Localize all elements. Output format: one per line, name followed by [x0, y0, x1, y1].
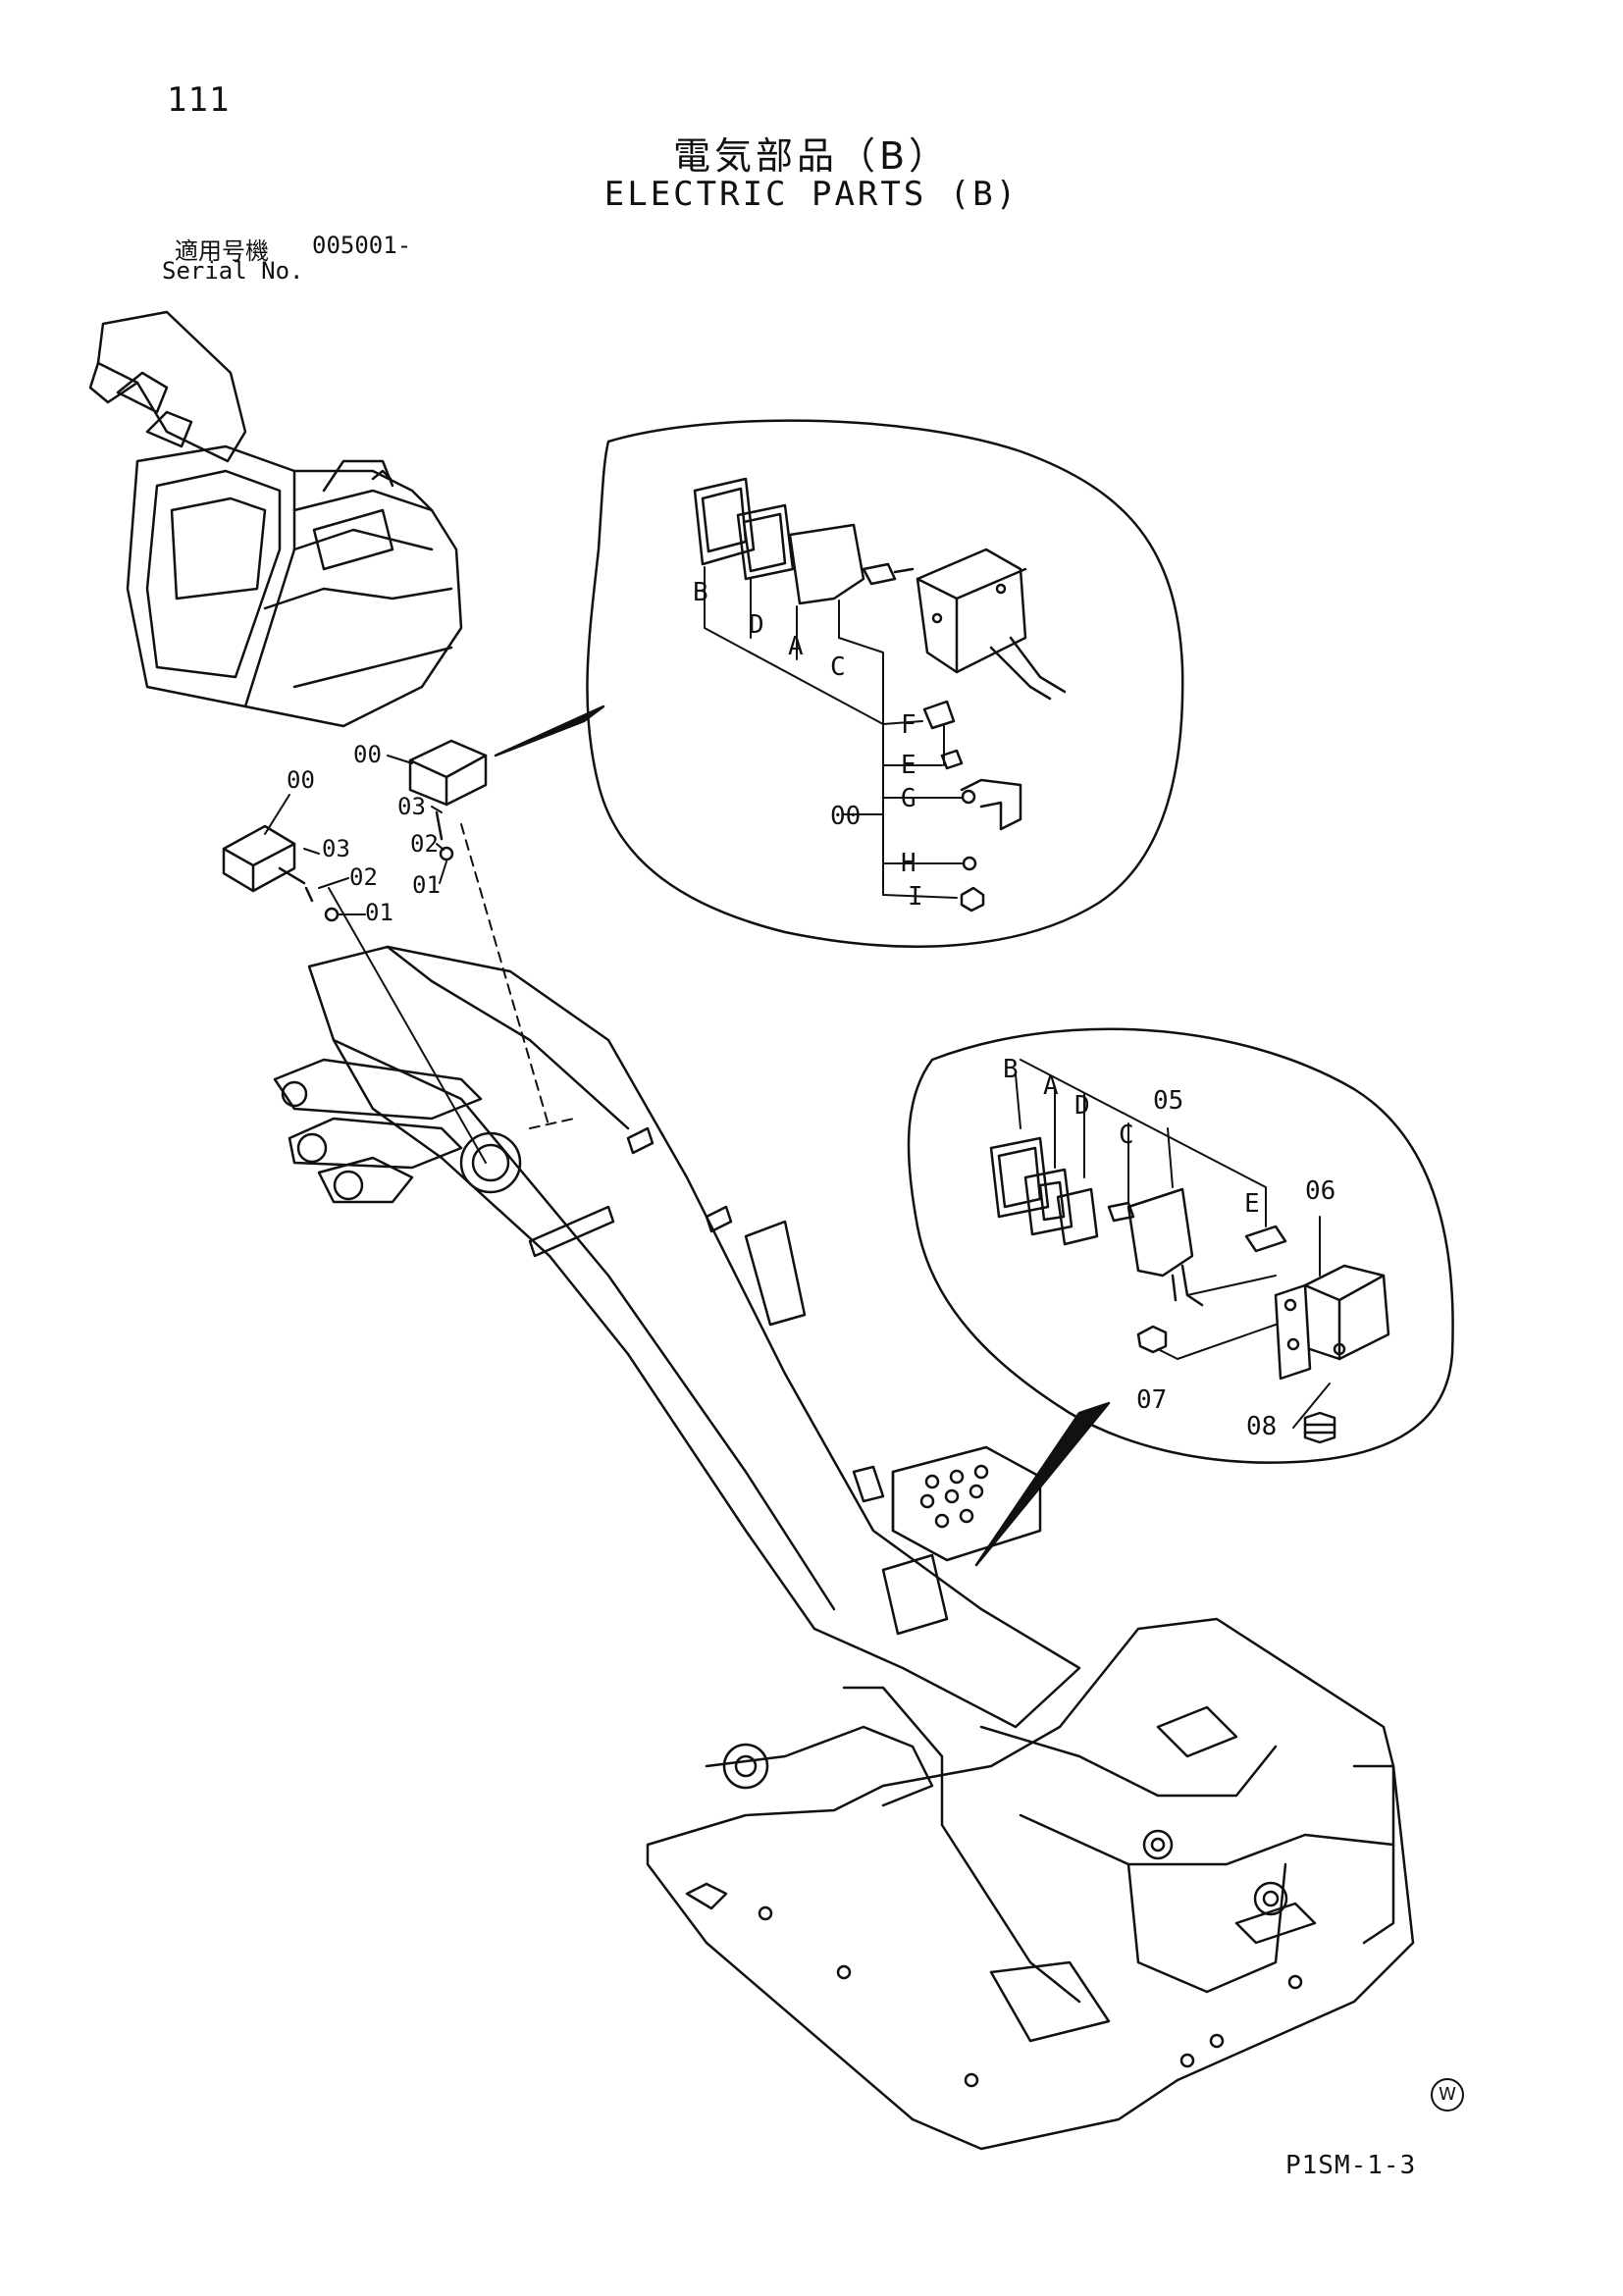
callout-F-top: F: [901, 710, 916, 740]
callout-03-right: 03: [397, 793, 426, 820]
boom-lamp-right: [408, 739, 488, 861]
callout-07-bottom: 07: [1136, 1385, 1167, 1415]
callout-B-bottom: B: [1003, 1055, 1019, 1084]
callout-01-left: 01: [365, 899, 393, 926]
callout-A-top: A: [788, 632, 804, 661]
figure-code: P1SM-1-3: [1285, 2151, 1417, 2180]
callout-D-bottom: D: [1074, 1091, 1090, 1121]
callout-08-bottom: 08: [1246, 1412, 1277, 1441]
callout-A-bottom: A: [1043, 1071, 1059, 1101]
page-title-english: ELECTRIC PARTS (B): [603, 175, 1020, 214]
watermark-symbol: W: [1431, 2078, 1464, 2112]
callout-leaders-main: [264, 755, 447, 915]
callout-03-left: 03: [322, 835, 350, 862]
callout-B-top: B: [693, 578, 708, 607]
boom-lamp-left: [222, 824, 340, 922]
detail-view-bottom: [907, 1027, 1454, 1567]
callout-00-right: 00: [353, 741, 382, 768]
callout-labels-detail-bottom: B A D C 05 E 06 07 08: [1003, 1055, 1335, 1441]
callout-05-bottom: 05: [1153, 1086, 1183, 1116]
callout-H-top: H: [901, 849, 916, 878]
detail-view-top: [494, 419, 1184, 948]
callout-00-left: 00: [287, 766, 315, 794]
callout-00-top: 00: [830, 802, 861, 831]
callout-01-right: 01: [412, 871, 441, 899]
callout-C-bottom: C: [1119, 1121, 1134, 1150]
callout-C-top: C: [830, 652, 846, 682]
page-title-japanese: 電気部品（B）: [672, 134, 951, 178]
callout-E-bottom: E: [1244, 1189, 1260, 1219]
callout-02-right: 02: [410, 830, 439, 858]
serial-label-japanese: 適用号機: [175, 237, 269, 265]
serial-label-english: Serial No.: [162, 257, 304, 285]
boom-and-frame-illustration: [273, 823, 1415, 2151]
callout-D-top: D: [749, 610, 764, 640]
callout-02-left: 02: [349, 863, 378, 891]
callout-06-bottom: 06: [1305, 1176, 1335, 1206]
callout-labels-detail-top: B D A C F E G H I 00: [693, 578, 923, 912]
callout-E-top: E: [901, 751, 916, 780]
page-number: 111: [167, 80, 231, 120]
serial-number-value: 005001-: [312, 232, 412, 259]
callout-labels-main: 00 03 02 01 00 03 02 01: [287, 741, 441, 926]
callout-G-top: G: [901, 784, 916, 813]
callout-I-top: I: [908, 882, 923, 912]
excavator-overview-illustration: [88, 310, 463, 728]
